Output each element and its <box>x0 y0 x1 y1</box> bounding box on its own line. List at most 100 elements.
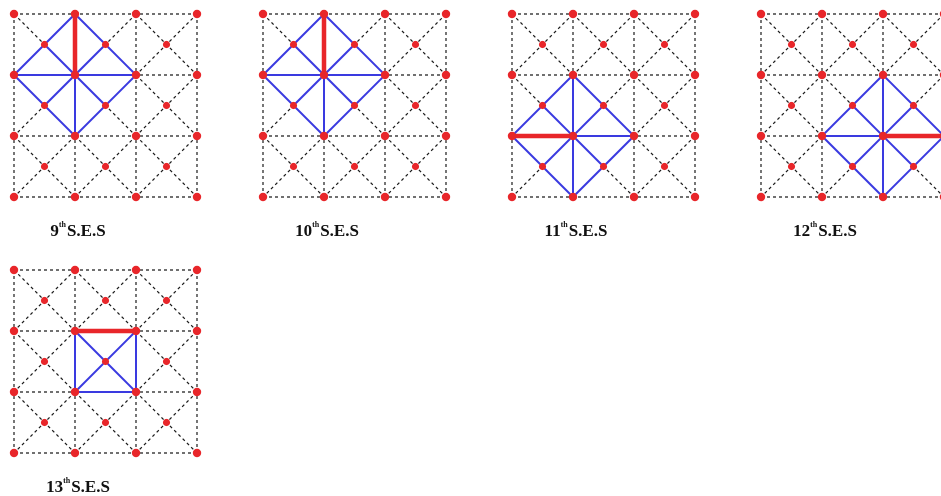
lattice-node <box>319 131 329 141</box>
lattice-node <box>756 70 766 80</box>
lattice-node <box>380 131 390 141</box>
center-node <box>538 101 547 110</box>
lattice-node <box>441 192 451 202</box>
center-node <box>101 357 110 366</box>
lattice-node <box>380 9 390 19</box>
lattice-node <box>690 70 700 80</box>
center-node <box>40 296 49 305</box>
lattice-node <box>70 326 80 336</box>
center-node <box>848 162 857 171</box>
center-node <box>660 101 669 110</box>
lattice-node <box>192 326 202 336</box>
center-node <box>40 418 49 427</box>
lattice-node <box>441 9 451 19</box>
panel-label: 10thS.E.S <box>295 220 359 240</box>
lattice-node <box>192 192 202 202</box>
lattice-node <box>441 70 451 80</box>
lattice-node <box>380 70 390 80</box>
center-node <box>162 296 171 305</box>
lattice-node <box>9 387 19 397</box>
label-superscript: th <box>561 220 569 229</box>
lattice-node <box>756 131 766 141</box>
center-node <box>101 418 110 427</box>
lattice-node <box>878 70 888 80</box>
lattice-node <box>507 9 517 19</box>
lattice-node <box>629 192 639 202</box>
label-number: 13 <box>46 477 63 496</box>
lattice-node <box>70 131 80 141</box>
lattice-node <box>192 70 202 80</box>
lattice-node <box>192 9 202 19</box>
panel-1 <box>258 9 451 202</box>
center-node <box>538 162 547 171</box>
center-node <box>289 101 298 110</box>
lattice-node <box>878 192 888 202</box>
lattice-node <box>131 70 141 80</box>
center-node <box>909 162 918 171</box>
center-node <box>787 40 796 49</box>
lattice-node <box>70 265 80 275</box>
panel-label: 13thS.E.S <box>46 476 110 496</box>
lattice-node <box>9 448 19 458</box>
node-layer <box>9 265 202 458</box>
label-suffix: S.E.S <box>320 221 359 240</box>
lattice-node <box>9 192 19 202</box>
label-suffix: S.E.S <box>818 221 857 240</box>
node-layer <box>507 9 700 202</box>
center-node <box>289 40 298 49</box>
center-node <box>40 40 49 49</box>
label-suffix: S.E.S <box>67 221 106 240</box>
lattice-node <box>629 131 639 141</box>
center-node <box>660 40 669 49</box>
center-node <box>162 418 171 427</box>
lattice-node <box>131 387 141 397</box>
center-node <box>350 40 359 49</box>
node-layer <box>9 9 202 202</box>
lattice-node <box>817 131 827 141</box>
center-node <box>660 162 669 171</box>
center-node <box>40 162 49 171</box>
lattice-node <box>878 131 888 141</box>
center-node <box>787 101 796 110</box>
center-node <box>848 101 857 110</box>
lattice-node <box>878 9 888 19</box>
lattice-node <box>70 448 80 458</box>
label-number: 9 <box>50 221 59 240</box>
lattice-node <box>568 70 578 80</box>
lattice-node <box>9 131 19 141</box>
lattice-node <box>9 9 19 19</box>
lattice-node <box>70 70 80 80</box>
lattice-node <box>817 70 827 80</box>
lattice-node <box>9 326 19 336</box>
center-node <box>599 101 608 110</box>
center-node <box>101 40 110 49</box>
lattice-node <box>817 9 827 19</box>
center-node <box>599 162 608 171</box>
center-node <box>350 162 359 171</box>
lattice-node <box>9 70 19 80</box>
lattice-node <box>258 70 268 80</box>
lattice-node <box>9 265 19 275</box>
lattice-node <box>507 131 517 141</box>
lattice-node <box>629 9 639 19</box>
lattice-node <box>507 192 517 202</box>
panel-label: 11thS.E.S <box>545 220 608 240</box>
center-node <box>848 40 857 49</box>
label-superscript: th <box>59 220 67 229</box>
center-node <box>909 40 918 49</box>
label-suffix: S.E.S <box>71 477 110 496</box>
lattice-node <box>568 9 578 19</box>
center-node <box>101 162 110 171</box>
center-node <box>162 357 171 366</box>
lattice-node <box>319 9 329 19</box>
center-node <box>101 101 110 110</box>
lattice-node <box>690 9 700 19</box>
lattice-node <box>629 70 639 80</box>
center-node <box>162 40 171 49</box>
lattice-node <box>690 192 700 202</box>
lattice-node <box>192 448 202 458</box>
lattice-node <box>131 131 141 141</box>
lattice-node <box>319 70 329 80</box>
node-layer <box>756 9 941 202</box>
